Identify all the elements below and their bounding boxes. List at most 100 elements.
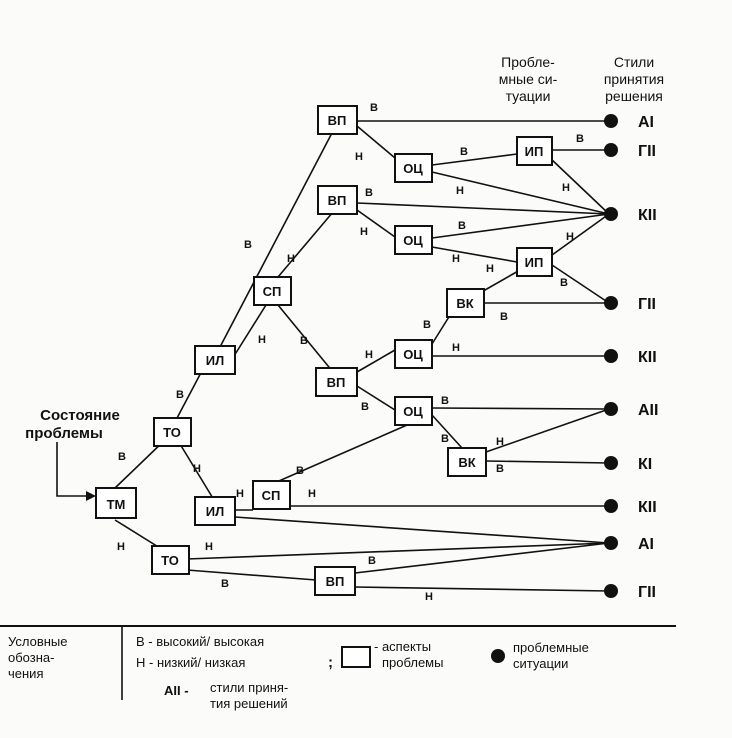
legend-title-line3: чения: [8, 666, 43, 681]
start-label-line2: проблемы: [25, 425, 103, 442]
situation-dot-5: [604, 349, 618, 363]
situation-dot-2: [604, 143, 618, 157]
lbl-ip2-k2: Н: [566, 231, 574, 243]
edge-sp1-vp2: [277, 211, 334, 278]
lbl-il2-sp2: Н: [236, 488, 244, 500]
lbl-oc4-a2: В: [441, 395, 449, 407]
legend-low: Н - низкий/ низкая: [136, 655, 245, 670]
node-oc-4-label: ОЦ: [403, 404, 423, 419]
node-vk-2: ВК: [447, 447, 487, 477]
edge-vp2-oc2: [356, 209, 396, 238]
node-vp-3-label: ВП: [327, 375, 346, 390]
node-vk-2-label: ВК: [458, 455, 475, 470]
header-situations-line1: Пробле-: [501, 54, 555, 70]
style-label-5: КII: [638, 349, 657, 366]
situation-dot-6: [604, 402, 618, 416]
legend-styles-code: АII -: [164, 683, 189, 698]
node-to-lower-label: ТО: [161, 553, 179, 568]
node-vp-4-label: ВП: [326, 574, 345, 589]
edge-to1-il2: [179, 443, 215, 501]
edge-vp3-oc4: [356, 385, 396, 411]
lbl-oc1-k2: Н: [456, 185, 464, 197]
start-label: Состояние проблемы: [25, 407, 120, 442]
edge-vk2-k1: [485, 460, 610, 464]
edge-oc4-vk2: [431, 414, 463, 449]
lbl-to2-vp4: В: [221, 578, 229, 590]
lbl-oc2-ip2: Н: [452, 253, 460, 265]
edge-vp4-ai: [354, 542, 610, 574]
lbl-to1-il1: В: [176, 389, 184, 401]
style-label-2: ГII: [638, 143, 656, 160]
node-vp-3: ВП: [315, 367, 358, 397]
edge-sp2-oc4: [271, 421, 415, 485]
edge-vk2-a2: [485, 408, 610, 453]
problem-situation-dots: [604, 114, 618, 598]
node-il-lower: ИЛ: [194, 496, 236, 526]
lbl-sp2-k2b: Н: [308, 488, 316, 500]
edge-ip1-k2: [549, 157, 610, 215]
style-label-9: АI: [638, 536, 654, 553]
node-oc-4: ОЦ: [394, 396, 433, 426]
lbl-il1-sp1: Н: [258, 334, 266, 346]
edge-oc1-ip1: [431, 153, 518, 166]
edge-vp2-k2: [356, 202, 610, 215]
decision-style-labels: АI ГII КII ГII КII АII КI КII АI ГII: [638, 114, 658, 601]
situation-dot-3: [604, 207, 618, 221]
lbl-sp1-vp3: В: [300, 335, 308, 347]
header-situations-line2: мные си-: [499, 71, 558, 87]
node-vp-1-label: ВП: [328, 113, 347, 128]
node-tm: ТМ: [95, 487, 137, 519]
lbl-oc3-vk1: В: [423, 319, 431, 331]
legend-separator: ;: [328, 654, 333, 671]
node-vp-2: ВП: [317, 185, 358, 215]
style-label-3: КII: [638, 207, 657, 224]
start-label-line1: Состояние: [40, 407, 120, 424]
lbl-il1-vp1: В: [244, 239, 252, 251]
situation-dot-8: [604, 499, 618, 513]
lbl-oc1-ip1: В: [460, 146, 468, 158]
lbl-tm-to2: Н: [117, 541, 125, 553]
node-vp-4: ВП: [314, 566, 356, 596]
edge-il1-sp1: [233, 304, 267, 357]
lbl-vp1-oc1: Н: [355, 151, 363, 163]
lbl-vp3-oc4: В: [361, 401, 369, 413]
edge-ip2-k2: [551, 213, 610, 256]
legend-title-line1: Условные: [8, 634, 68, 649]
node-tm-label: ТМ: [107, 497, 126, 512]
style-label-6: АII: [638, 402, 658, 419]
lbl-vk2-k1: В: [496, 463, 504, 475]
edge-labels: В Н В Н В Н Н В Н В Н Н В В Н В Н В Н В …: [117, 102, 584, 603]
node-to-lower: ТО: [151, 545, 190, 575]
style-label-10: ГII: [638, 584, 656, 601]
legend-title-line2: обозна-: [8, 650, 54, 665]
lbl-vk2-a2: Н: [496, 436, 504, 448]
lbl-sp1-vp2: Н: [287, 253, 295, 265]
tree-edges: [114, 120, 610, 592]
situation-dot-9: [604, 536, 618, 550]
node-vk-1: ВК: [446, 288, 485, 318]
node-oc-2: ОЦ: [394, 225, 433, 255]
style-label-7: КI: [638, 456, 652, 473]
legend-high: В - высокий/ высокая: [136, 634, 264, 649]
header-situations: Пробле- мные си- туации: [499, 54, 558, 104]
legend-situations-line2: ситуации: [513, 656, 568, 671]
lbl-vp2-k2: В: [365, 187, 373, 199]
node-ip-1-label: ИП: [525, 144, 544, 159]
lbl-ip1-g2: В: [576, 133, 584, 145]
node-il-upper-label: ИЛ: [206, 353, 224, 368]
style-label-1: АI: [638, 114, 654, 131]
node-to-upper-label: ТО: [163, 425, 181, 440]
lbl-tm-to1: В: [118, 451, 126, 463]
edge-ip2-g2: [551, 264, 610, 304]
situation-dot-4: [604, 296, 618, 310]
node-sp-upper-label: СП: [263, 284, 282, 299]
node-to-upper: ТО: [153, 417, 192, 447]
node-vp-2-label: ВП: [328, 193, 347, 208]
legend: Условные обозна- чения В - высокий/ высо…: [8, 634, 589, 711]
edge-oc1-k2: [431, 171, 610, 215]
lbl-ip2-g2: В: [560, 277, 568, 289]
lbl-vk1-g2: В: [500, 311, 508, 323]
node-ip-2: ИП: [516, 247, 553, 277]
situation-dot-1: [604, 114, 618, 128]
edge-vp4-g2b: [354, 586, 610, 592]
